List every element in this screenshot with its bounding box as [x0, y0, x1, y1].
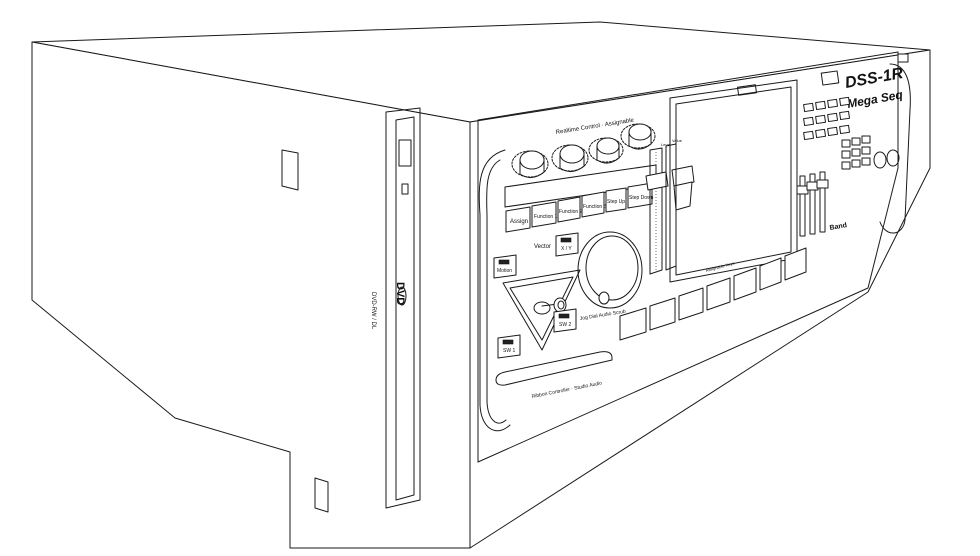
motion-button[interactable]: Motion	[493, 254, 517, 279]
handle-right	[879, 63, 911, 234]
mini-fader[interactable]	[809, 173, 816, 235]
knob-2[interactable]	[551, 144, 589, 172]
mini-fader-knob[interactable]	[806, 181, 819, 191]
step-up-button[interactable]: Step Up	[605, 187, 627, 213]
key-grid-top	[803, 96, 851, 141]
keypad-key[interactable]	[851, 148, 861, 157]
knob-1[interactable]	[511, 150, 549, 178]
keypad-key[interactable]	[861, 157, 871, 166]
dvd-logo-disc	[397, 286, 407, 306]
assign-button[interactable]: Assign	[505, 206, 531, 233]
step-down-button[interactable]: Step Down	[627, 182, 654, 209]
svg-text:SW 2: SW 2	[559, 322, 571, 328]
level-label: Level	[661, 142, 671, 147]
keypad-key[interactable]	[841, 139, 851, 148]
function2-button[interactable]: Function 2	[557, 196, 583, 223]
grid-key[interactable]	[815, 100, 827, 111]
svg-text:Step Down: Step Down	[629, 195, 654, 201]
vent-slot-bottom	[314, 477, 329, 513]
xy-button[interactable]: X / Y	[555, 232, 579, 257]
svg-text:X / Y: X / Y	[561, 246, 572, 252]
knob-4[interactable]	[620, 123, 656, 150]
svg-text:Step Up: Step Up	[607, 199, 625, 205]
value-label: Value	[672, 138, 683, 143]
soft-key-7[interactable]	[784, 247, 807, 281]
panel-brand: Band	[829, 222, 847, 232]
mini-fader[interactable]	[819, 171, 826, 233]
grid-key[interactable]	[839, 110, 851, 121]
jog-dial[interactable]	[577, 231, 643, 309]
soft-key-3[interactable]	[678, 287, 704, 321]
jack-left[interactable]	[873, 151, 887, 169]
dvd-logo: DVD	[394, 282, 406, 305]
soft-key-6[interactable]	[759, 257, 782, 291]
grid-key[interactable]	[803, 102, 815, 113]
function1-button[interactable]: Function 1	[531, 201, 558, 228]
mini-fader-knob[interactable]	[796, 185, 809, 195]
svg-text:Function 3: Function 3	[583, 204, 607, 210]
level-slider[interactable]	[645, 147, 669, 275]
mini-faders	[796, 171, 829, 237]
drive-slot	[398, 139, 412, 167]
keypad-key[interactable]	[851, 137, 861, 146]
mini-fader[interactable]	[799, 175, 806, 237]
drive-bay	[385, 107, 421, 509]
display-indicator	[737, 84, 757, 96]
grid-key[interactable]	[827, 98, 839, 109]
grid-key[interactable]	[839, 124, 851, 135]
svg-text:SW 1: SW 1	[503, 348, 515, 354]
soft-key-4[interactable]	[706, 277, 731, 311]
dvd-drive: DVD DVD-RW / DL	[370, 107, 421, 509]
keypad-key[interactable]	[851, 159, 861, 168]
drive-label: DVD-RW / DL	[370, 292, 376, 330]
vector-label: Vector	[534, 244, 551, 250]
grid-key[interactable]	[827, 112, 839, 123]
grid-key[interactable]	[815, 114, 827, 125]
drive-eject-button[interactable]	[401, 183, 409, 195]
sw2-button[interactable]: SW 2	[553, 308, 577, 333]
grid-key[interactable]	[839, 96, 851, 107]
selector-switch[interactable]	[820, 70, 840, 86]
soft-key-2[interactable]	[649, 297, 676, 331]
sw1-button[interactable]: SW 1	[497, 334, 521, 359]
soft-key-5[interactable]	[733, 267, 757, 301]
function-buttons: Assign Function 1 Function 2 Function 3 …	[505, 182, 654, 233]
function3-button[interactable]: Function 3	[581, 191, 607, 218]
keypad-key[interactable]	[861, 135, 871, 144]
keypad-key[interactable]	[861, 146, 871, 155]
ribbon-controller[interactable]	[495, 351, 613, 386]
grid-key[interactable]	[803, 130, 815, 141]
grid-key[interactable]	[815, 128, 827, 139]
keypad-key[interactable]	[841, 161, 851, 170]
jack-right[interactable]	[886, 149, 900, 167]
knob-3[interactable]	[588, 137, 624, 164]
soft-key-1[interactable]	[619, 307, 647, 341]
svg-text:Function 1: Function 1	[534, 214, 558, 220]
power-switch[interactable]	[897, 53, 909, 63]
vector-joystick[interactable]	[502, 269, 581, 351]
mini-fader-knob[interactable]	[816, 179, 829, 189]
drive-tray	[395, 116, 415, 501]
svg-text:Function 2: Function 2	[559, 209, 583, 215]
realtime-knobs	[511, 123, 656, 178]
vent-slot-top	[281, 149, 299, 191]
soft-keys	[619, 247, 807, 341]
chassis	[31, 21, 931, 549]
keypad-key[interactable]	[841, 150, 851, 159]
grid-key[interactable]	[803, 116, 815, 127]
handle-left	[478, 149, 511, 432]
svg-text:Motion: Motion	[497, 268, 512, 274]
grid-key[interactable]	[827, 126, 839, 137]
handle-left-inner	[486, 159, 507, 424]
numeric-keypad	[841, 135, 871, 170]
svg-text:Assign: Assign	[510, 219, 528, 225]
